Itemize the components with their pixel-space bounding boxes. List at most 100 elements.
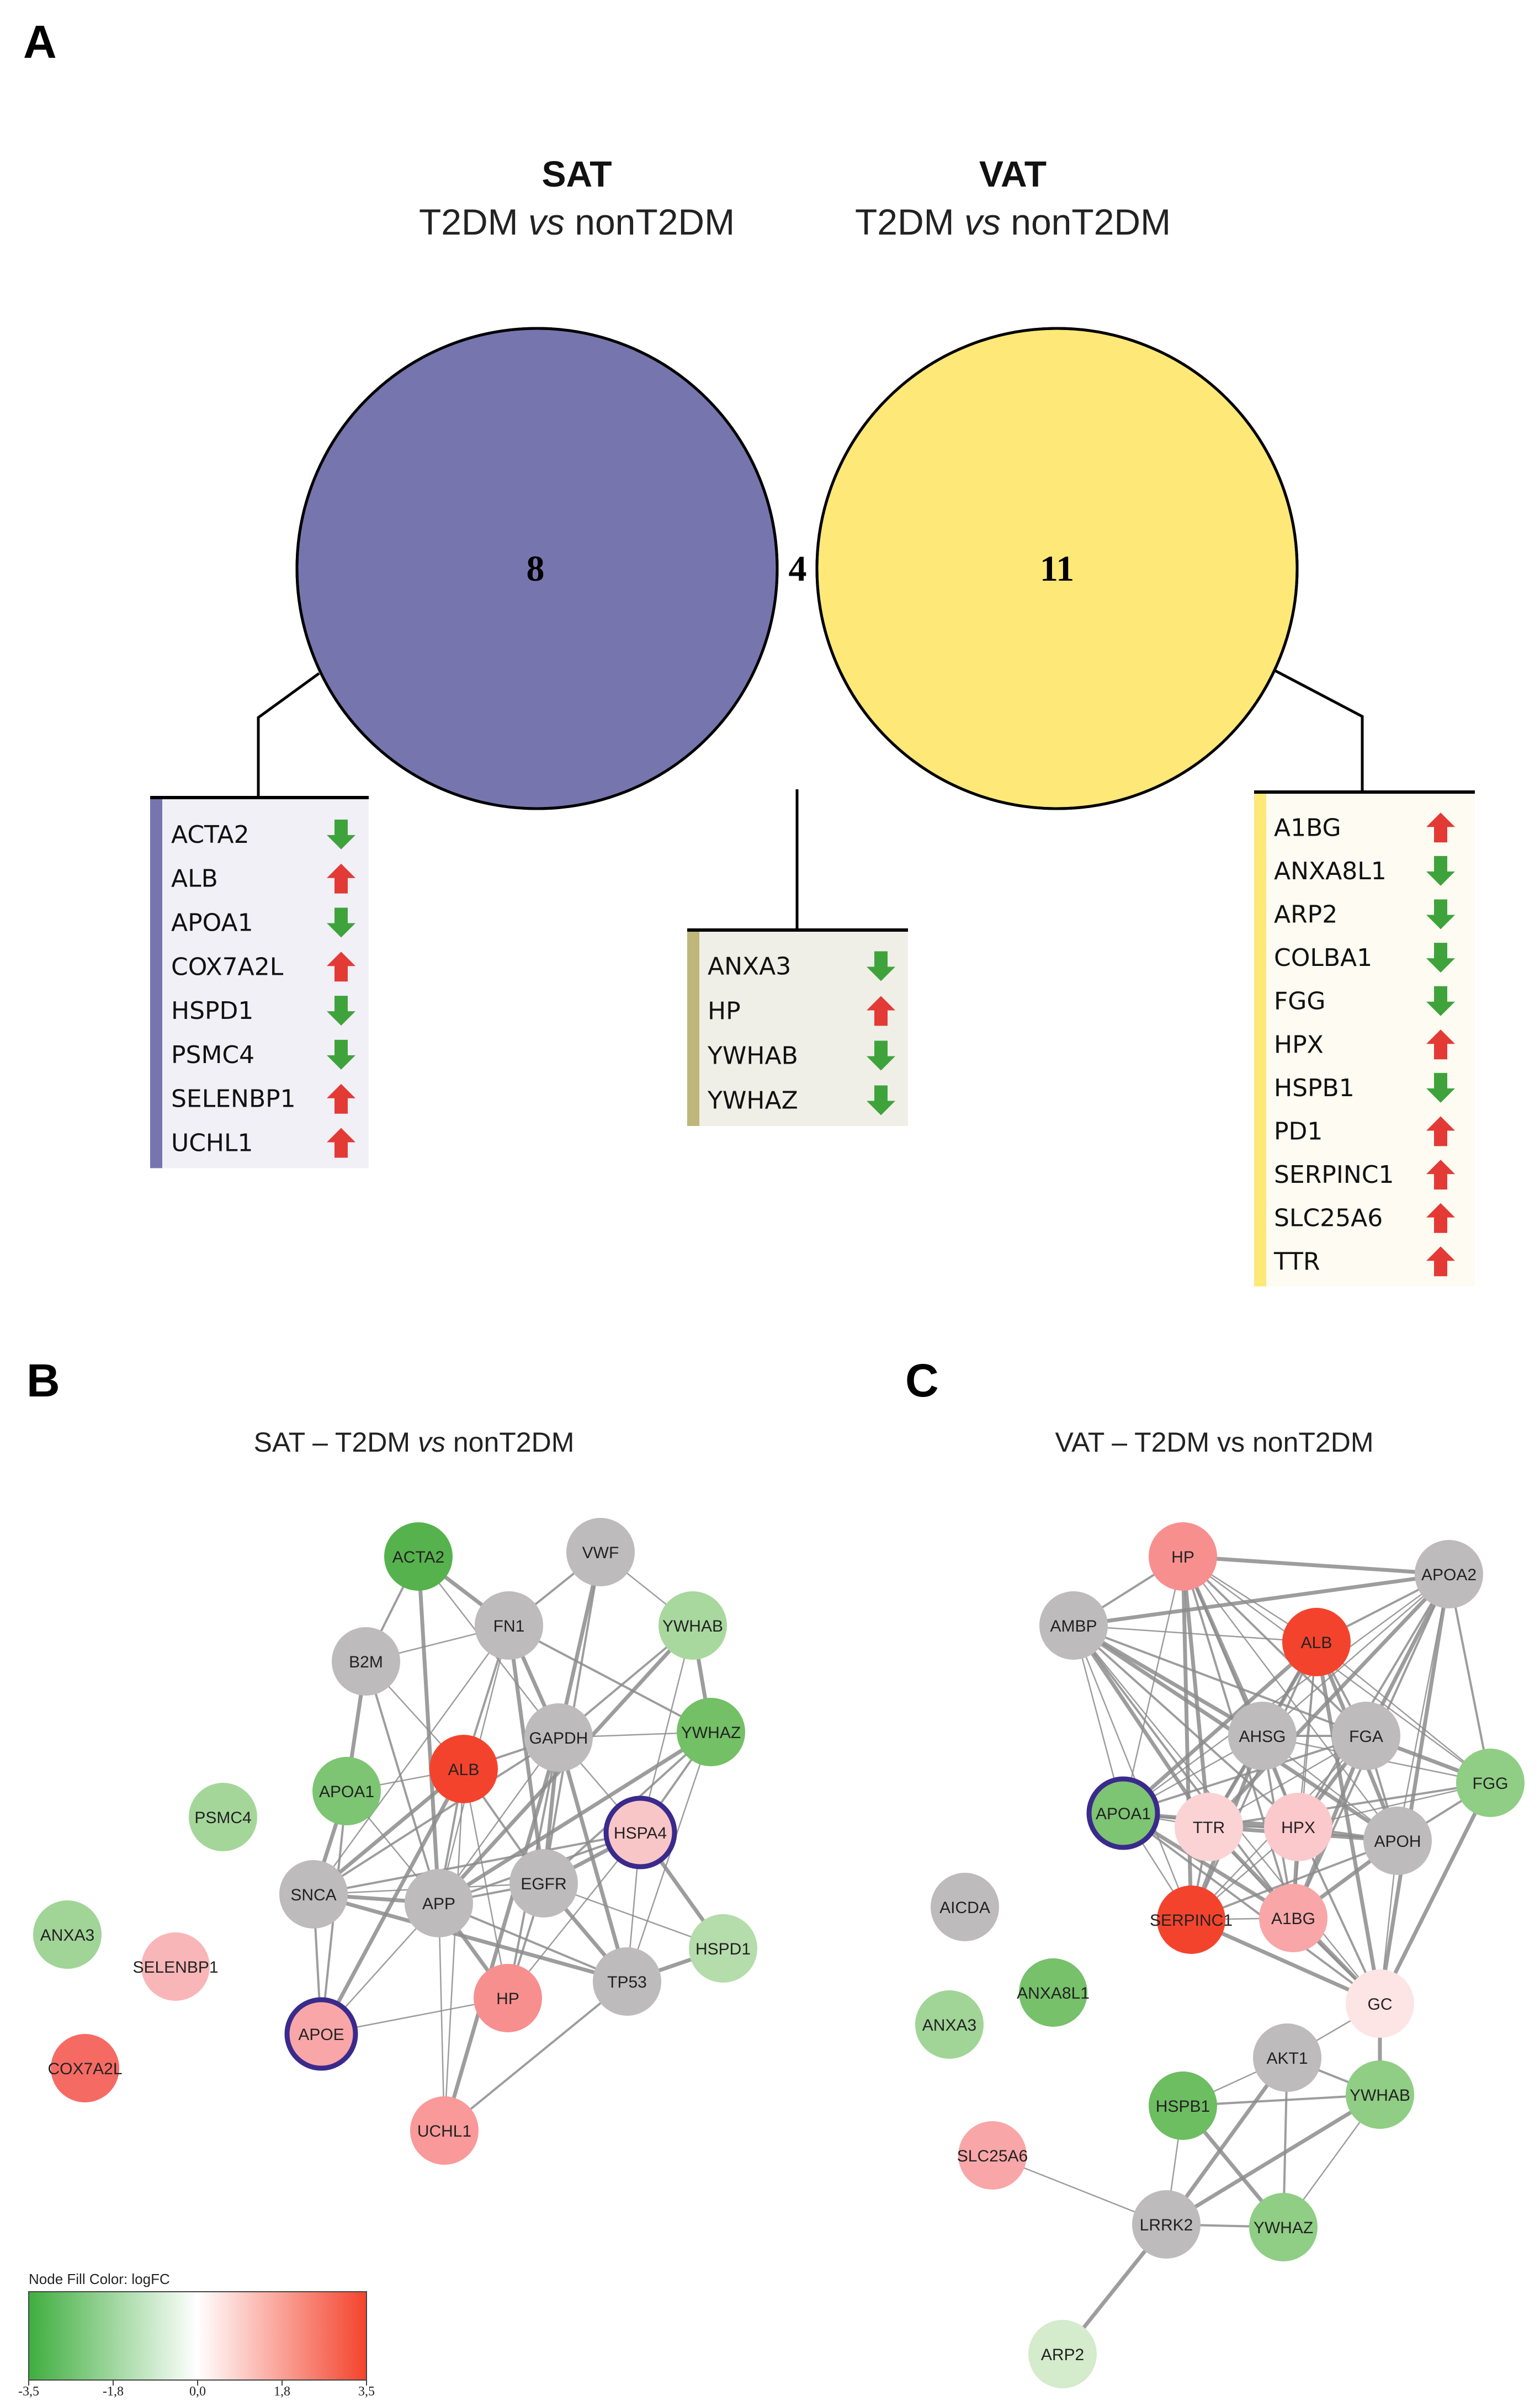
node-circle bbox=[384, 1522, 453, 1591]
node-label: FGG bbox=[1473, 1775, 1509, 1793]
network-node-acta2: ACTA2 bbox=[384, 1522, 453, 1591]
node-circle bbox=[931, 1873, 999, 1941]
node-circle bbox=[1456, 1749, 1525, 1817]
node-circle bbox=[1132, 2190, 1201, 2259]
node-circle bbox=[1249, 2193, 1318, 2261]
node-label: SNCA bbox=[290, 1886, 336, 1904]
network-edge bbox=[312, 1736, 560, 1895]
network-edge bbox=[1073, 1624, 1317, 1643]
gene-name: A1BG bbox=[1274, 814, 1341, 842]
vat-comparison-label: T2DM vs nonT2DM bbox=[855, 201, 1171, 242]
gene-list-color-bar bbox=[150, 798, 162, 1168]
node-label: TP53 bbox=[607, 1973, 647, 1991]
node-circle bbox=[405, 1869, 473, 1937]
network-node-anxa3: ANXA3 bbox=[915, 1990, 984, 2059]
node-circle bbox=[1363, 1807, 1432, 1875]
gene-name: HPX bbox=[1274, 1030, 1324, 1059]
legend-gradient-bar bbox=[28, 2291, 367, 2381]
sat-gene-list: ACTA2ALBAPOA1COX7A2LHSPD1PSMC4SELENBP1UC… bbox=[150, 796, 369, 1168]
network-edge bbox=[508, 1624, 711, 1733]
arrow-up-icon bbox=[1426, 1203, 1455, 1233]
node-circle bbox=[1039, 1591, 1108, 1660]
gene-list-color-bar bbox=[1254, 792, 1266, 1287]
network-edge bbox=[1072, 1624, 1294, 1919]
network-node-ywhab: YWHAB bbox=[659, 1591, 727, 1660]
network-node-lrrk2: LRRK2 bbox=[1132, 2190, 1201, 2259]
node-label: SLC25A6 bbox=[957, 2147, 1028, 2165]
node-label: AKT1 bbox=[1266, 2049, 1308, 2068]
node-label: YWHAB bbox=[1350, 2086, 1410, 2105]
gene-name: ANXA3 bbox=[708, 953, 791, 981]
gene-name: YWHAB bbox=[707, 1042, 798, 1070]
node-circle bbox=[410, 2096, 479, 2165]
node-circle bbox=[1086, 1776, 1160, 1850]
network-node-anxa3: ANXA3 bbox=[33, 1900, 102, 1969]
node-label: YWHAZ bbox=[681, 1724, 741, 1742]
node-label: EGFR bbox=[521, 1875, 566, 1893]
network-node-apoe: APOE bbox=[284, 1997, 358, 2071]
network-node-selenbp1: SELENBP1 bbox=[132, 1932, 219, 2001]
network-node-hp: HP bbox=[1149, 1522, 1217, 1591]
node-circle bbox=[509, 1849, 578, 1917]
arrow-down-icon bbox=[327, 1039, 355, 1070]
network-node-snca: SNCA bbox=[279, 1860, 348, 1929]
network-node-uchl1: UCHL1 bbox=[410, 2096, 479, 2165]
gene-name: SERPINC1 bbox=[1274, 1161, 1394, 1189]
node-label: GAPDH bbox=[529, 1729, 588, 1747]
node-circle bbox=[1415, 1540, 1483, 1608]
gene-name: ARP2 bbox=[1274, 901, 1337, 929]
arrow-down-icon bbox=[867, 951, 895, 981]
node-circle bbox=[659, 1591, 727, 1660]
gene-name: APOA1 bbox=[171, 909, 253, 937]
vat-list-connector bbox=[1274, 669, 1364, 792]
node-label: APOA2 bbox=[1421, 1566, 1477, 1584]
network-edge bbox=[438, 1903, 445, 2131]
vat-circle-outline bbox=[815, 327, 1299, 810]
network-edge bbox=[1073, 1572, 1449, 1628]
node-label: FGA bbox=[1349, 1728, 1383, 1746]
gene-name: HSPD1 bbox=[171, 997, 253, 1025]
node-circle bbox=[1019, 1958, 1087, 2027]
arrow-up-icon bbox=[327, 1128, 355, 1158]
node-label: B2M bbox=[349, 1653, 383, 1671]
legend-tick-label: -3,5 bbox=[18, 2384, 39, 2399]
network-edge bbox=[1191, 1840, 1398, 1921]
gene-name: PSMC4 bbox=[171, 1041, 254, 1069]
arrow-down-icon bbox=[327, 996, 355, 1026]
arrow-down-icon bbox=[327, 819, 355, 849]
node-label: ANXA3 bbox=[40, 1926, 94, 1945]
node-label: ARP2 bbox=[1041, 2346, 1084, 2364]
node-circle bbox=[1228, 1702, 1297, 1770]
arrow-up-icon bbox=[1426, 1116, 1455, 1146]
panel-label-b: B bbox=[26, 1354, 60, 1406]
network-edge bbox=[1073, 1624, 1367, 1737]
vat-only-count: 11 bbox=[1040, 549, 1074, 589]
node-label: VWF bbox=[582, 1544, 619, 1562]
node-circle bbox=[1282, 1608, 1351, 1676]
overlap-count: 4 bbox=[789, 549, 807, 589]
arrow-up-icon bbox=[1426, 1029, 1455, 1060]
network-node-hspa4: HSPA4 bbox=[603, 1796, 677, 1869]
node-label: SERPINC1 bbox=[1150, 1911, 1233, 1930]
gene-name: SLC25A6 bbox=[1274, 1204, 1383, 1233]
node-label: LRRK2 bbox=[1140, 2216, 1193, 2234]
network-node-ywhaz: YWHAZ bbox=[1249, 2193, 1318, 2261]
network-edge bbox=[443, 1980, 628, 2132]
network-node-ambp: AMBP bbox=[1039, 1591, 1108, 1660]
arrow-down-icon bbox=[1426, 1072, 1455, 1103]
node-circle bbox=[1346, 2060, 1414, 2129]
network-edge bbox=[463, 1768, 509, 1999]
network-edge bbox=[1190, 1642, 1318, 1920]
node-label: COX7A2L bbox=[47, 2060, 122, 2078]
network-edge bbox=[1182, 1556, 1299, 1828]
network-node-akt1: AKT1 bbox=[1253, 2023, 1321, 2092]
arrow-down-icon bbox=[867, 1040, 895, 1071]
node-label: ALB bbox=[448, 1761, 480, 1779]
node-label: AHSG bbox=[1239, 1728, 1286, 1746]
node-circle bbox=[33, 1900, 102, 1969]
